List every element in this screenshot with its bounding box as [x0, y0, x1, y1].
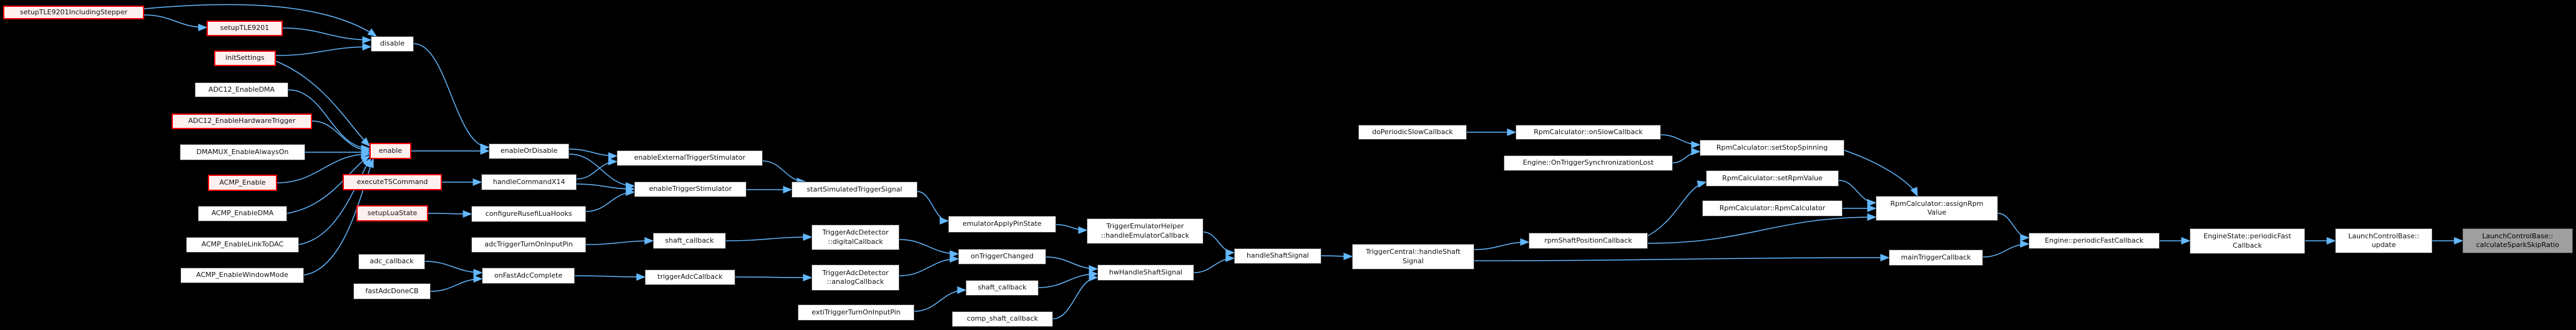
- node-dmamux-enable-always-on[interactable]: DMAMUX_EnableAlwaysOn: [180, 144, 305, 160]
- node-init-settings[interactable]: initSettings: [214, 51, 276, 66]
- edge-adc-callback-to-on-fast-adc-complete: [424, 261, 483, 276]
- edge-trigger-adc-callback-to-trigger-adc-detector-analog-callback: [735, 273, 813, 281]
- node-hw-handle-shaft-signal[interactable]: hwHandleShaftSignal: [1097, 264, 1194, 281]
- edge-emulator-apply-pin-state-to-trigger-emulator-helper-handle-emulator-callback: [1055, 224, 1088, 234]
- node-engine-on-trigger-synchronization-lost[interactable]: Engine::OnTriggerSynchronizationLost: [1504, 155, 1673, 171]
- node-exti-trigger-turn-on-input-pin[interactable]: extiTriggerTurnOnInputPin: [798, 304, 914, 321]
- node-setup-tle9201[interactable]: setupTLE9201: [207, 21, 283, 36]
- edge-setup-tle9201-including-stepper-to-disable: [144, 4, 378, 37]
- node-emulator-apply-pin-state[interactable]: emulatorApplyPinState: [948, 216, 1056, 233]
- edge-hw-handle-shaft-signal-to-handle-shaft-signal: [1193, 255, 1235, 273]
- edge-rpm-calculator-set-rpm-value-to-rpm-calculator-assign-rpm-value: [1838, 180, 1877, 206]
- edge-disable-to-enable-or-disable: [413, 43, 490, 151]
- node-setup-tle9201-including-stepper[interactable]: setupTLE9201IncludingStepper: [3, 6, 144, 19]
- edge-setup-tle9201-to-disable: [282, 27, 372, 44]
- edge-rpm-shaft-position-callback-to-rpm-calculator-set-rpm-value: [1647, 180, 1707, 236]
- edge-rpm-calculator-assign-rpm-value-to-engine-periodic-fast-callback: [1997, 213, 2030, 241]
- node-execute-ts-command[interactable]: executeTSCommand: [343, 174, 442, 190]
- node-start-simulated-trigger-signal[interactable]: startSimulatedTriggerSignal: [791, 182, 918, 198]
- edge-rpm-calculator-on-slow-callback-to-rpm-calculator-set-stop-spinning: [1660, 134, 1701, 148]
- node-rpm-calculator-rpm-calculator[interactable]: RpmCalculator::RpmCalculator: [1702, 200, 1843, 216]
- node-disable[interactable]: disable: [371, 36, 414, 52]
- edge-start-simulated-trigger-signal-to-emulator-apply-pin-state: [917, 191, 949, 225]
- node-launch-control-base-calculate-spark-skip-ratio[interactable]: LaunchControlBase:: calculateSparkSkipRa…: [2462, 228, 2573, 253]
- edge-exti-trigger-turn-on-input-pin-to-shaft-callback-exti: [914, 286, 967, 312]
- node-rpm-calculator-set-rpm-value[interactable]: RpmCalculator::setRpmValue: [1706, 170, 1839, 187]
- edge-handle-command-x14-to-enable-external-trigger-stimulator: [576, 158, 618, 180]
- node-engine-periodic-fast-callback[interactable]: Engine::periodicFastCallback: [2029, 233, 2160, 249]
- edge-acmp-enable-window-mode-to-enable: [303, 158, 374, 276]
- edge-on-trigger-changed-to-hw-handle-shaft-signal: [1046, 256, 1099, 273]
- node-do-periodic-slow-callback[interactable]: doPeriodicSlowCallback: [1358, 125, 1467, 140]
- node-rpm-calculator-on-slow-callback[interactable]: RpmCalculator::onSlowCallback: [1516, 125, 1661, 140]
- edge-rpm-shaft-position-callback-to-rpm-calculator-assign-rpm-value: [1647, 213, 1877, 244]
- node-rpm-shaft-position-callback[interactable]: rpmShaftPositionCallback: [1529, 233, 1648, 249]
- node-shaft-callback-exti[interactable]: shaft_callback: [966, 280, 1039, 296]
- node-acmp-enable-link-to-dac[interactable]: ACMP_EnableLinkToDAC: [186, 237, 299, 253]
- node-acmp-enable-dma[interactable]: ACMP_EnableDMA: [198, 206, 287, 221]
- edge-acmp-enable-dma-to-enable: [286, 155, 371, 214]
- node-trigger-adc-detector-digital-callback[interactable]: TriggerAdcDetector ::digitalCallback: [811, 225, 899, 250]
- edge-engine-on-trigger-synchronization-lost-to-rpm-calculator-set-stop-spinning: [1672, 148, 1701, 163]
- node-main-trigger-callback[interactable]: mainTriggerCallback: [1889, 250, 1983, 266]
- node-comp-shaft-callback[interactable]: comp_shaft_callback: [952, 311, 1053, 327]
- node-on-trigger-changed[interactable]: onTriggerChanged: [958, 249, 1046, 264]
- edge-rpm-calculator-set-stop-spinning-to-rpm-calculator-assign-rpm-value: [1844, 150, 1918, 197]
- node-adc12-enable-hardware-trigger[interactable]: ADC12_EnableHardwareTrigger: [172, 114, 312, 129]
- edge-trigger-adc-detector-analog-callback-to-on-trigger-changed: [899, 255, 959, 276]
- node-trigger-adc-detector-analog-callback[interactable]: TriggerAdcDetector ::analogCallback: [811, 264, 899, 291]
- node-acmp-enable[interactable]: ACMP_Enable: [208, 175, 277, 191]
- node-enable-external-trigger-stimulator[interactable]: enableExternalTriggerStimulator: [617, 150, 763, 166]
- node-handle-shaft-signal[interactable]: handleShaftSignal: [1234, 248, 1321, 264]
- edge-shaft-callback-adc-to-trigger-adc-detector-digital-callback: [725, 233, 813, 241]
- node-setup-lua-state[interactable]: setupLuaState: [356, 205, 428, 221]
- edge-trigger-central-handle-shaft-signal-to-rpm-shaft-position-callback: [1474, 238, 1530, 250]
- edge-adc12-enable-dma-to-enable: [288, 89, 371, 152]
- node-engine-state-periodic-fast-callback[interactable]: EngineState::periodicFast Callback: [2190, 228, 2305, 254]
- edge-setup-lua-state-to-configure-rusefi-lua-hooks: [428, 210, 473, 218]
- edge-enable-external-trigger-stimulator-to-start-simulated-trigger-signal: [762, 160, 806, 185]
- edge-comp-shaft-callback-to-hw-handle-shaft-signal: [1052, 274, 1099, 319]
- edge-enable-or-disable-to-enable-trigger-stimulator: [569, 153, 635, 190]
- node-enable-or-disable[interactable]: enableOrDisable: [489, 143, 569, 159]
- node-rpm-calculator-set-stop-spinning[interactable]: RpmCalculator::setStopSpinning: [1700, 140, 1844, 156]
- node-acmp-enable-window-mode[interactable]: ACMP_EnableWindowMode: [180, 268, 304, 283]
- node-enable[interactable]: enable: [370, 143, 411, 159]
- edge-configure-rusefi-lua-hooks-to-enable-trigger-stimulator: [585, 188, 635, 212]
- edge-acmp-enable-to-enable: [277, 150, 371, 183]
- node-shaft-callback-adc[interactable]: shaft_callback: [653, 233, 726, 249]
- edge-trigger-adc-detector-digital-callback-to-on-trigger-changed: [899, 239, 959, 258]
- edge-trigger-central-handle-shaft-signal-to-main-trigger-callback: [1474, 254, 1890, 262]
- node-on-fast-adc-complete[interactable]: onFastAdcComplete: [482, 268, 575, 284]
- node-configure-rusefi-lua-hooks[interactable]: configureRusefiLuaHooks: [471, 206, 586, 222]
- node-handle-command-x14[interactable]: handleCommandX14: [481, 174, 577, 190]
- edge-adc-trigger-turn-on-input-pin-to-shaft-callback-adc: [585, 237, 654, 245]
- edge-enable-or-disable-to-enable-external-trigger-stimulator: [569, 148, 618, 160]
- node-rpm-calculator-assign-rpm-value[interactable]: RpmCalculator::assignRpm Value: [1876, 196, 1998, 221]
- edge-main-trigger-callback-to-engine-periodic-fast-callback: [1982, 240, 2030, 258]
- node-launch-control-base-update[interactable]: LaunchControlBase:: update: [2335, 228, 2432, 253]
- edge-on-fast-adc-complete-to-trigger-adc-callback: [574, 273, 646, 281]
- edge-setup-tle9201-including-stepper-to-setup-tle9201: [144, 14, 208, 31]
- edge-init-settings-to-enable: [275, 61, 371, 147]
- node-trigger-emulator-helper-handle-emulator-callback[interactable]: TriggerEmulatorHelper ::handleEmulatorCa…: [1087, 218, 1203, 244]
- node-adc-callback[interactable]: adc_callback: [358, 254, 425, 269]
- node-trigger-adc-callback[interactable]: triggerAdcCallback: [645, 269, 735, 285]
- node-adc-trigger-turn-on-input-pin[interactable]: adcTriggerTurnOnInputPin: [471, 237, 586, 253]
- node-enable-trigger-stimulator[interactable]: enableTriggerStimulator: [634, 182, 747, 197]
- node-adc12-enable-dma[interactable]: ADC12_EnableDMA: [195, 82, 288, 97]
- edge-init-settings-to-disable: [275, 43, 372, 56]
- node-fast-adc-done-cb[interactable]: fastAdcDoneCB: [353, 283, 431, 299]
- node-trigger-central-handle-shaft-signal[interactable]: TriggerCentral::handleShaft Signal: [1352, 244, 1474, 269]
- edge-fast-adc-done-cb-to-on-fast-adc-complete: [430, 275, 483, 292]
- edge-trigger-emulator-helper-handle-emulator-callback-to-handle-shaft-signal: [1203, 231, 1235, 256]
- edge-acmp-enable-link-to-dac-to-enable: [298, 157, 371, 245]
